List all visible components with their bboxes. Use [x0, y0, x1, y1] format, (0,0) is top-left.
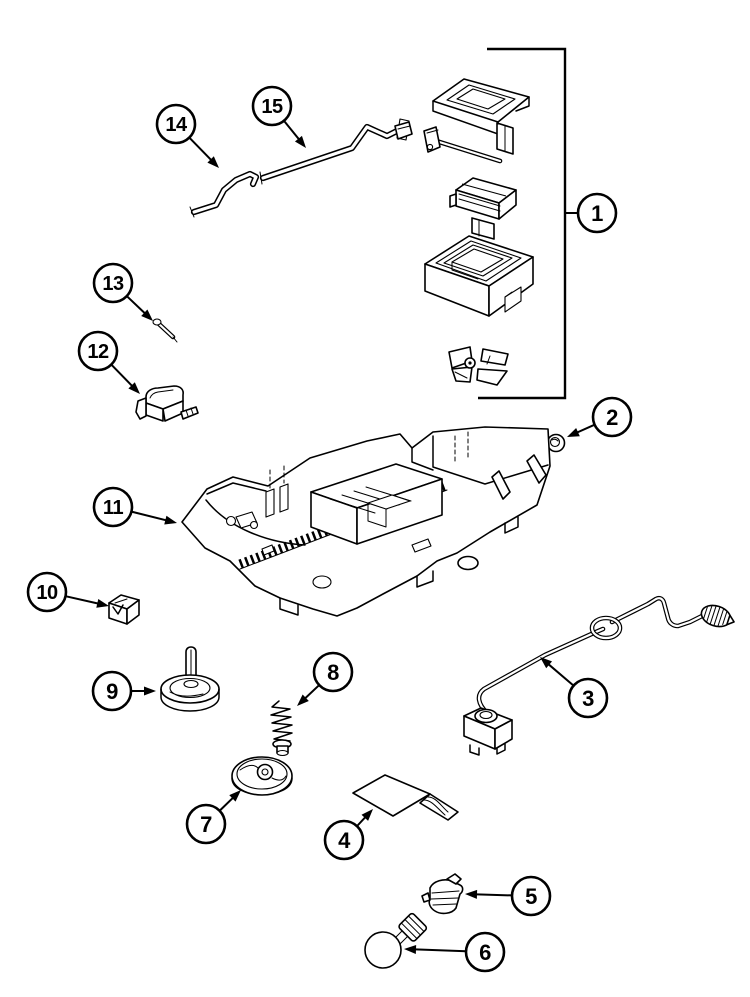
- callout-arrowhead: [164, 515, 177, 525]
- callout-circle: [26, 571, 68, 613]
- callout-arrowhead: [361, 809, 373, 821]
- callout-leader: [131, 510, 170, 523]
- motor-part-12: [135, 385, 199, 422]
- callout-number: 6: [479, 940, 491, 965]
- lamp-socket-part-5: [421, 873, 464, 915]
- callout-number: 3: [582, 686, 594, 711]
- grommet-part-9: [160, 646, 220, 712]
- callout-11: 11: [92, 486, 177, 528]
- callout-arrowhead: [144, 686, 156, 696]
- bracket-rod-part-14: [189, 170, 260, 218]
- lever-part: [423, 126, 503, 164]
- callout-circle: [464, 931, 506, 973]
- callout-10: 10: [26, 571, 109, 613]
- callout-arrowhead: [207, 156, 219, 168]
- callout-number: 5: [525, 884, 537, 909]
- callout-circle: [323, 819, 365, 861]
- callout-leader: [283, 120, 302, 143]
- callout-arrowhead: [567, 428, 580, 437]
- wire-harness-part-3: [463, 595, 735, 756]
- callout-circle: [92, 486, 134, 528]
- callout-number: 1: [591, 201, 603, 226]
- callout-circle: [567, 677, 609, 719]
- callout-number: 4: [338, 828, 351, 853]
- callout-leader: [65, 595, 102, 606]
- callout-leader: [110, 363, 136, 389]
- insulation-sheet-part-4: [352, 774, 459, 821]
- pin-part-13: [152, 318, 178, 343]
- callout-arrowhead: [96, 598, 109, 608]
- callout-arrowhead: [141, 309, 153, 321]
- tube-fitting-part: [394, 121, 413, 140]
- callout-2: 2: [567, 396, 633, 438]
- callout-number: 13: [102, 273, 124, 295]
- callout-leader: [126, 295, 148, 317]
- callout-3: 3: [540, 657, 609, 719]
- nut-part-2: [546, 433, 566, 453]
- base-plate-part-11: [181, 426, 551, 617]
- callout-1: 1: [565, 192, 618, 234]
- callout-arrowhead: [465, 889, 478, 899]
- callout-arrowhead: [540, 657, 553, 669]
- callout-12: 12: [77, 330, 140, 394]
- callout-leader: [545, 661, 575, 687]
- callout-number: 15: [261, 96, 283, 118]
- callout-circle: [185, 803, 227, 845]
- callout-circle: [77, 330, 119, 372]
- group-bracket: [478, 47, 567, 400]
- callout-leader: [411, 948, 467, 953]
- damper-housing-part: [449, 177, 517, 240]
- callout-14: 14: [155, 103, 219, 168]
- screw-part-8: [270, 700, 293, 757]
- callout-arrowhead: [297, 694, 309, 706]
- fan-blade-part: [448, 346, 509, 386]
- callout-number: 11: [103, 497, 124, 519]
- callout-circle: [92, 262, 134, 304]
- callout-circle: [91, 670, 133, 712]
- callout-circle: [251, 85, 293, 127]
- callout-15: 15: [251, 85, 306, 148]
- callout-arrowhead: [128, 382, 140, 394]
- callout-5: 5: [465, 875, 552, 917]
- callout-9: 9: [91, 670, 156, 712]
- callout-8: 8: [297, 651, 354, 706]
- callout-arrowhead: [404, 944, 417, 954]
- callout-leader: [188, 136, 215, 163]
- light-bulb-part-6: [364, 912, 428, 969]
- foam-block-part: [424, 235, 534, 317]
- callout-number: 8: [327, 660, 339, 685]
- callout-circle: [312, 651, 354, 693]
- callout-number: 2: [606, 405, 618, 430]
- callout-number: 9: [106, 679, 118, 704]
- callout-number: 10: [36, 582, 58, 604]
- callout-4: 4: [323, 809, 373, 861]
- callout-13: 13: [92, 262, 153, 321]
- callout-leader: [472, 893, 513, 897]
- callout-7: 7: [185, 790, 241, 845]
- callout-number: 7: [200, 812, 212, 837]
- callout-number: 12: [87, 341, 109, 363]
- callout-circle: [155, 103, 197, 145]
- damper-cover-part: [432, 78, 530, 155]
- clip-block-part-10: [108, 594, 140, 625]
- fan-grommet-part-7: [231, 756, 293, 796]
- tube-part-15: [259, 118, 410, 185]
- callout-circle: [510, 875, 552, 917]
- callout-6: 6: [404, 931, 506, 973]
- callout-circle: [576, 192, 618, 234]
- callout-arrowhead: [294, 135, 306, 148]
- callout-circle: [591, 396, 633, 438]
- callout-arrowhead: [229, 790, 241, 802]
- callout-number: 14: [165, 114, 188, 136]
